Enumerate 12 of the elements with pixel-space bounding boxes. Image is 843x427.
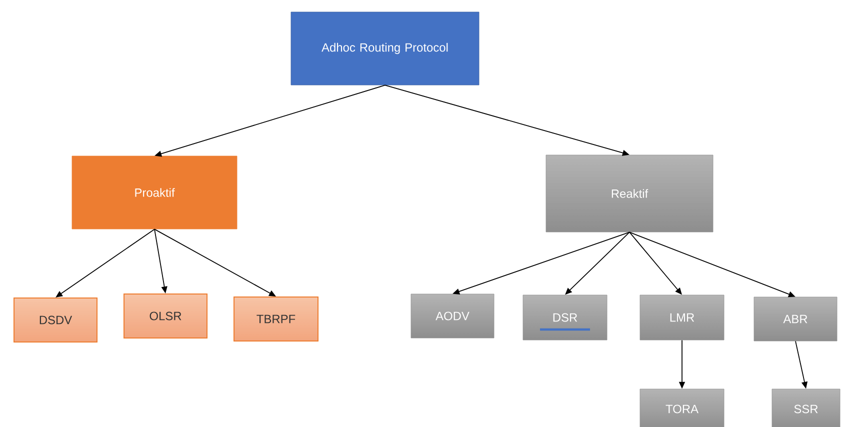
root-box: Adhoc Routing Protocol	[290, 12, 480, 86]
protocol-box: TBRPF	[234, 296, 318, 342]
category-box: Reaktif	[546, 154, 714, 232]
category-box: Proaktif	[72, 156, 238, 230]
protocol-box: ABR	[754, 296, 838, 342]
protocol-box: AODV	[410, 294, 494, 338]
protocol-box: LMR	[640, 294, 724, 340]
protocol-box: DSR	[522, 294, 608, 340]
protocol-box: SSR	[772, 388, 840, 427]
protocol-box: TORA	[640, 388, 724, 427]
protocol-box: OLSR	[124, 294, 208, 338]
protocol-box: DSDV	[14, 298, 98, 342]
